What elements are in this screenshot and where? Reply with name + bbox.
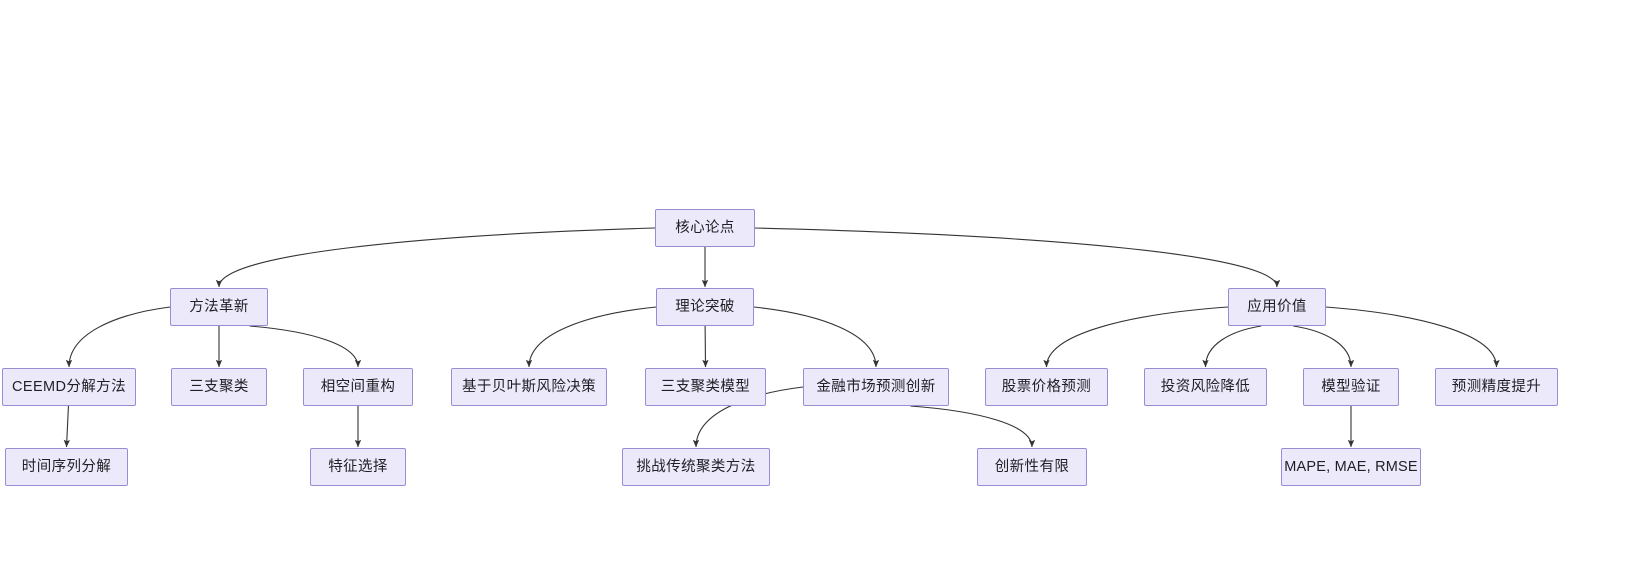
node-label: 模型验证 (1321, 378, 1381, 395)
node-label: 相空间重构 (320, 378, 396, 395)
node-label: 特征选择 (328, 458, 388, 475)
node-label: 核心论点 (675, 219, 735, 236)
edge-application-to-validate (1293, 325, 1355, 368)
edge-theory-to-finance (753, 306, 880, 368)
node-metrics[interactable]: MAPE, MAE, RMSE (1281, 448, 1421, 486)
node-phase[interactable]: 相空间重构 (303, 368, 413, 406)
node-label: 方法革新 (189, 298, 249, 315)
node-method[interactable]: 方法革新 (170, 288, 268, 326)
node-label: 投资风险降低 (1160, 378, 1251, 395)
node-label: 理论突破 (675, 298, 735, 315)
edge-finance-to-limited (910, 405, 1036, 448)
node-validate[interactable]: 模型验证 (1303, 368, 1399, 406)
node-label: 基于贝叶斯风险决策 (461, 378, 597, 395)
node-stock[interactable]: 股票价格预测 (985, 368, 1108, 406)
node-tsdecomp[interactable]: 时间序列分解 (5, 448, 128, 486)
node-twmodel[interactable]: 三支聚类模型 (645, 368, 766, 406)
node-limited[interactable]: 创新性有限 (977, 448, 1087, 486)
edge-core-to-application (754, 227, 1281, 288)
node-application[interactable]: 应用价值 (1228, 288, 1326, 326)
edge-application-to-stock (1043, 306, 1229, 368)
edge-ceemd-to-tsdecomp (63, 405, 71, 448)
node-theory[interactable]: 理论突破 (656, 288, 754, 326)
node-label: 预测精度提升 (1451, 378, 1542, 395)
edge-application-to-risk (1202, 325, 1262, 368)
edge-core-to-method (215, 227, 656, 288)
node-label: 金融市场预测创新 (816, 378, 936, 395)
node-label: 创新性有限 (994, 458, 1070, 475)
node-challenge[interactable]: 挑战传统聚类方法 (622, 448, 770, 486)
edge-application-to-accuracy (1325, 306, 1500, 368)
edge-method-to-ceemd (65, 306, 171, 368)
node-ceemd[interactable]: CEEMD分解方法 (2, 368, 136, 406)
node-label: 时间序列分解 (21, 458, 112, 475)
node-finance[interactable]: 金融市场预测创新 (803, 368, 949, 406)
node-label: CEEMD分解方法 (12, 378, 126, 395)
node-label: 三支聚类模型 (660, 378, 751, 395)
node-label: MAPE, MAE, RMSE (1284, 458, 1418, 475)
edge-theory-to-bayes (525, 306, 657, 368)
node-risk[interactable]: 投资风险降低 (1144, 368, 1267, 406)
node-threeway[interactable]: 三支聚类 (171, 368, 267, 406)
node-label: 三支聚类 (189, 378, 249, 395)
node-label: 应用价值 (1247, 298, 1307, 315)
node-bayes[interactable]: 基于贝叶斯风险决策 (451, 368, 607, 406)
node-feature[interactable]: 特征选择 (310, 448, 406, 486)
node-core[interactable]: 核心论点 (655, 209, 755, 247)
edge-method-to-phase (249, 325, 362, 368)
node-label: 股票价格预测 (1001, 378, 1092, 395)
node-label: 挑战传统聚类方法 (636, 458, 756, 475)
node-accuracy[interactable]: 预测精度提升 (1435, 368, 1558, 406)
